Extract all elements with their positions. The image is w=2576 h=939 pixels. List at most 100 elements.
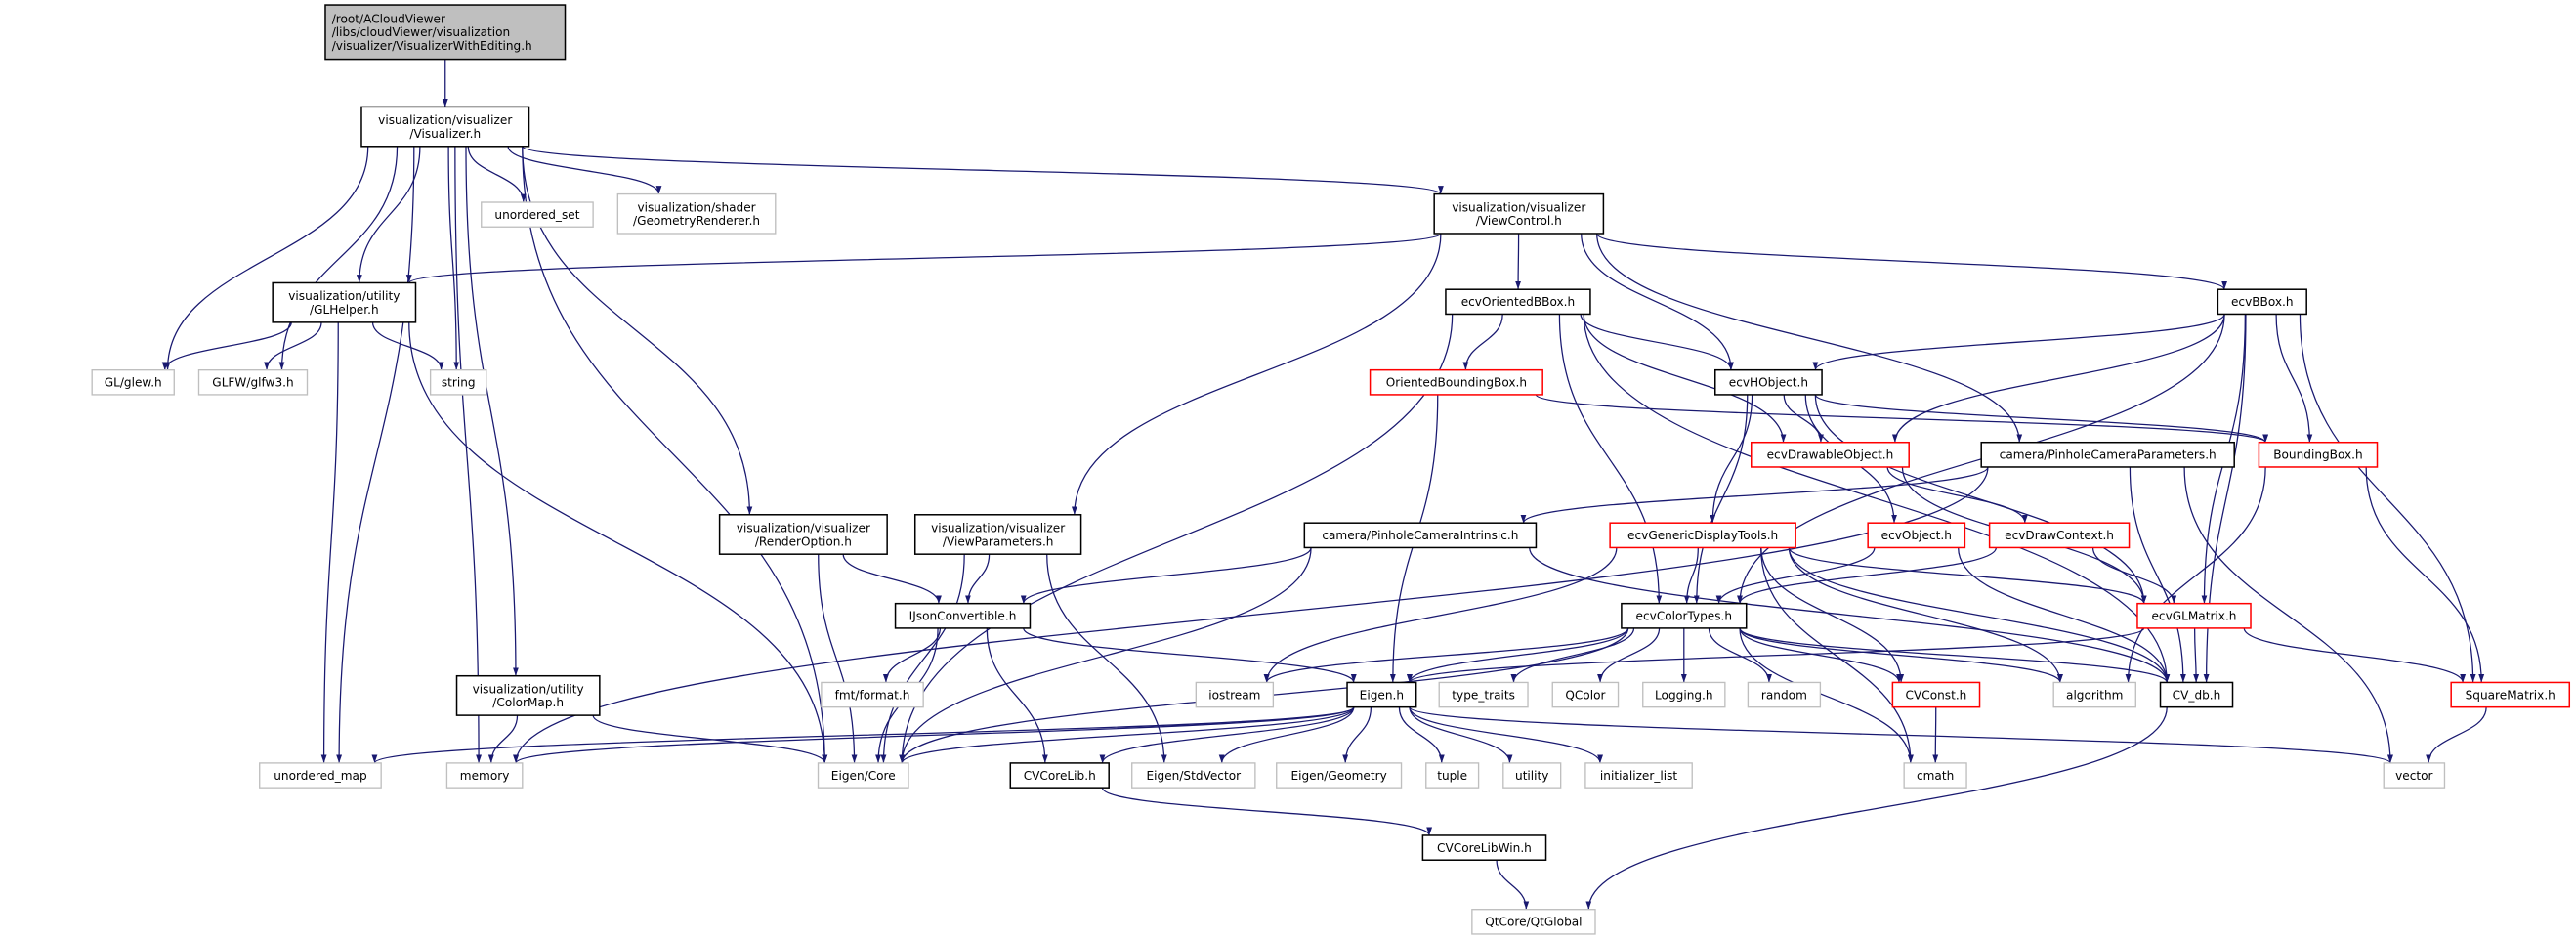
node-box: [1421, 834, 1547, 861]
edge-ecvobj-to-colortypes: [1715, 547, 1876, 604]
edge-obbox-to-eigencore: [899, 314, 1454, 763]
node-drawctx[interactable]: ecvDrawContext.h: [1988, 522, 2131, 549]
node-cvconst[interactable]: CVConst.h: [1891, 681, 1981, 708]
node-random[interactable]: random: [1747, 681, 1822, 708]
node-typetraits[interactable]: type_traits: [1438, 681, 1529, 708]
node-viewctrl[interactable]: visualization/visualizer/ViewControl.h: [1433, 192, 1605, 235]
node-glfw[interactable]: GLFW/glfw3.h: [197, 369, 309, 396]
node-label: ecvDrawContext.h: [2005, 529, 2114, 542]
node-label: OrientedBoundingBox.h: [1386, 376, 1527, 390]
node-square[interactable]: SquareMatrix.h: [2450, 681, 2571, 708]
node-eigen[interactable]: Eigen.h: [1346, 681, 1417, 708]
node-bbox[interactable]: BoundingBox.h: [2258, 441, 2379, 468]
node-label: visualization/visualizer: [931, 521, 1065, 534]
node-hobj[interactable]: ecvHObject.h: [1714, 368, 1823, 396]
edge-eigen-to-geometry: [1342, 706, 1372, 763]
node-renderopt[interactable]: visualization/visualizer/RenderOption.h: [718, 514, 888, 555]
edge-viz-to-eigencore: [522, 146, 828, 763]
node-label: /ViewControl.h: [1476, 214, 1562, 228]
node-iostream[interactable]: iostream: [1195, 681, 1275, 708]
node-label: GLFW/glfw3.h: [212, 376, 293, 390]
node-geometry[interactable]: Eigen/Geometry: [1276, 762, 1403, 789]
node-cmath[interactable]: cmath: [1903, 762, 1967, 789]
edge-glhelper-to-umap: [320, 321, 339, 763]
node-root[interactable]: /root/ACloudViewer/libs/cloudViewer/visu…: [324, 4, 567, 61]
node-label: camera/PinholeCameraParameters.h: [2000, 448, 2217, 462]
node-glhelper[interactable]: visualization/utility/GLHelper.h: [272, 281, 417, 323]
edge-generic-to-algorithm: [1788, 547, 2063, 683]
node-label: Eigen/Geometry: [1291, 769, 1387, 783]
edge-viewctrl-to-ecvbbox: [1596, 233, 2227, 290]
node-box: [455, 674, 601, 716]
node-box: [1980, 441, 2235, 468]
edge-pinparams-to-cvdb: [2129, 466, 2186, 683]
node-uset[interactable]: unordered_set: [481, 201, 594, 228]
node-string[interactable]: string: [429, 369, 487, 396]
node-algorithm[interactable]: algorithm: [2052, 681, 2136, 708]
node-label: camera/PinholeCameraIntrinsic.h: [1322, 529, 1518, 542]
node-ijson[interactable]: IJsonConvertible.h: [894, 602, 1032, 629]
node-viewparams[interactable]: visualization/visualizer/ViewParameters.…: [913, 514, 1082, 555]
edge-viewparams-to-stdvector: [1046, 554, 1167, 763]
node-box: [1276, 762, 1403, 789]
node-qcolor[interactable]: QColor: [1551, 681, 1620, 708]
node-label: memory: [460, 769, 510, 783]
edge-generic-to-cvdb: [1788, 547, 2171, 683]
edge-eigen-to-initlist: [1409, 706, 1603, 764]
edge-intrinsic-to-cvdb: [1529, 547, 2171, 683]
node-ecvobj[interactable]: ecvObject.h: [1867, 522, 1966, 549]
edge-colortypes-to-eigen: [1407, 627, 1629, 683]
edge-colortypes-to-iostream: [1263, 627, 1629, 683]
node-label: string: [442, 376, 476, 390]
node-obbox[interactable]: ecvOrientedBBox.h: [1445, 288, 1591, 316]
node-stdvector[interactable]: Eigen/StdVector: [1131, 762, 1256, 789]
node-cvdb[interactable]: CV_db.h: [2159, 681, 2234, 708]
node-ecvbbox[interactable]: ecvBBox.h: [2217, 288, 2307, 316]
node-cvcorelib[interactable]: CVCoreLib.h: [1009, 762, 1110, 789]
node-label: visualization/shader: [637, 200, 755, 214]
node-label: iostream: [1208, 688, 1260, 702]
node-label: /root/ACloudViewer: [332, 12, 445, 25]
node-label: vector: [2395, 769, 2432, 783]
node-intrinsic[interactable]: camera/PinholeCameraIntrinsic.h: [1303, 522, 1538, 549]
node-label: ecvBBox.h: [2231, 295, 2294, 309]
node-label: /Visualizer.h: [409, 127, 481, 141]
node-colortypes[interactable]: ecvColorTypes.h: [1621, 602, 1748, 629]
node-vector[interactable]: vector: [2383, 762, 2446, 789]
node-umap[interactable]: unordered_map: [259, 762, 382, 789]
node-box: [1551, 681, 1620, 708]
node-glew[interactable]: GL/glew.h: [91, 369, 175, 396]
edge-eigen-to-vector: [1409, 706, 2393, 764]
edge-colortypes-to-typetraits: [1510, 627, 1635, 683]
node-initlist[interactable]: initializer_list: [1584, 762, 1693, 789]
node-memory[interactable]: memory: [445, 762, 524, 789]
node-drawable[interactable]: ecvDrawableObject.h: [1750, 441, 1910, 468]
node-utility[interactable]: utility: [1502, 762, 1562, 789]
node-tuple[interactable]: tuple: [1425, 762, 1480, 789]
node-obb[interactable]: OrientedBoundingBox.h: [1369, 368, 1543, 396]
node-georend[interactable]: visualization/shader/GeometryRenderer.h: [616, 192, 777, 235]
edge-obbox-to-colortypes: [1558, 314, 1663, 604]
edge-ecvbbox-to-hobj: [1812, 314, 2225, 370]
edge-obbox-to-cvdb: [1583, 314, 2171, 683]
node-eigencore[interactable]: Eigen/Core: [817, 762, 909, 789]
edge-cvcorelibwin-to-qtglobal: [1496, 860, 1530, 910]
node-generic[interactable]: ecvGenericDisplayTools.h: [1609, 522, 1796, 549]
node-colormap[interactable]: visualization/utility/ColorMap.h: [455, 674, 601, 716]
node-box: [1867, 522, 1966, 549]
node-label: ecvObject.h: [1881, 529, 1952, 542]
node-fmt[interactable]: fmt/format.h: [821, 681, 924, 708]
edge-viz-to-glfw: [278, 146, 399, 370]
edge-ecvbbox-to-drawable: [1891, 314, 2225, 443]
edge-cvconst-to-cmath: [1932, 706, 1939, 763]
node-logging[interactable]: Logging.h: [1642, 681, 1726, 708]
node-viz[interactable]: visualization/visualizer/Visualizer.h: [360, 106, 530, 148]
nodes-layer: /root/ACloudViewer/libs/cloudViewer/visu…: [91, 4, 2571, 935]
node-pinparams[interactable]: camera/PinholeCameraParameters.h: [1980, 441, 2235, 468]
node-glmatrix[interactable]: ecvGLMatrix.h: [2136, 602, 2252, 629]
node-cvcorelibwin[interactable]: CVCoreLibWin.h: [1421, 834, 1547, 861]
edge-square-to-vector: [2426, 706, 2487, 763]
node-qtglobal[interactable]: QtCore/QtGlobal: [1471, 909, 1596, 935]
node-label: /RenderOption.h: [755, 534, 852, 548]
node-label: Eigen/Core: [831, 769, 896, 783]
